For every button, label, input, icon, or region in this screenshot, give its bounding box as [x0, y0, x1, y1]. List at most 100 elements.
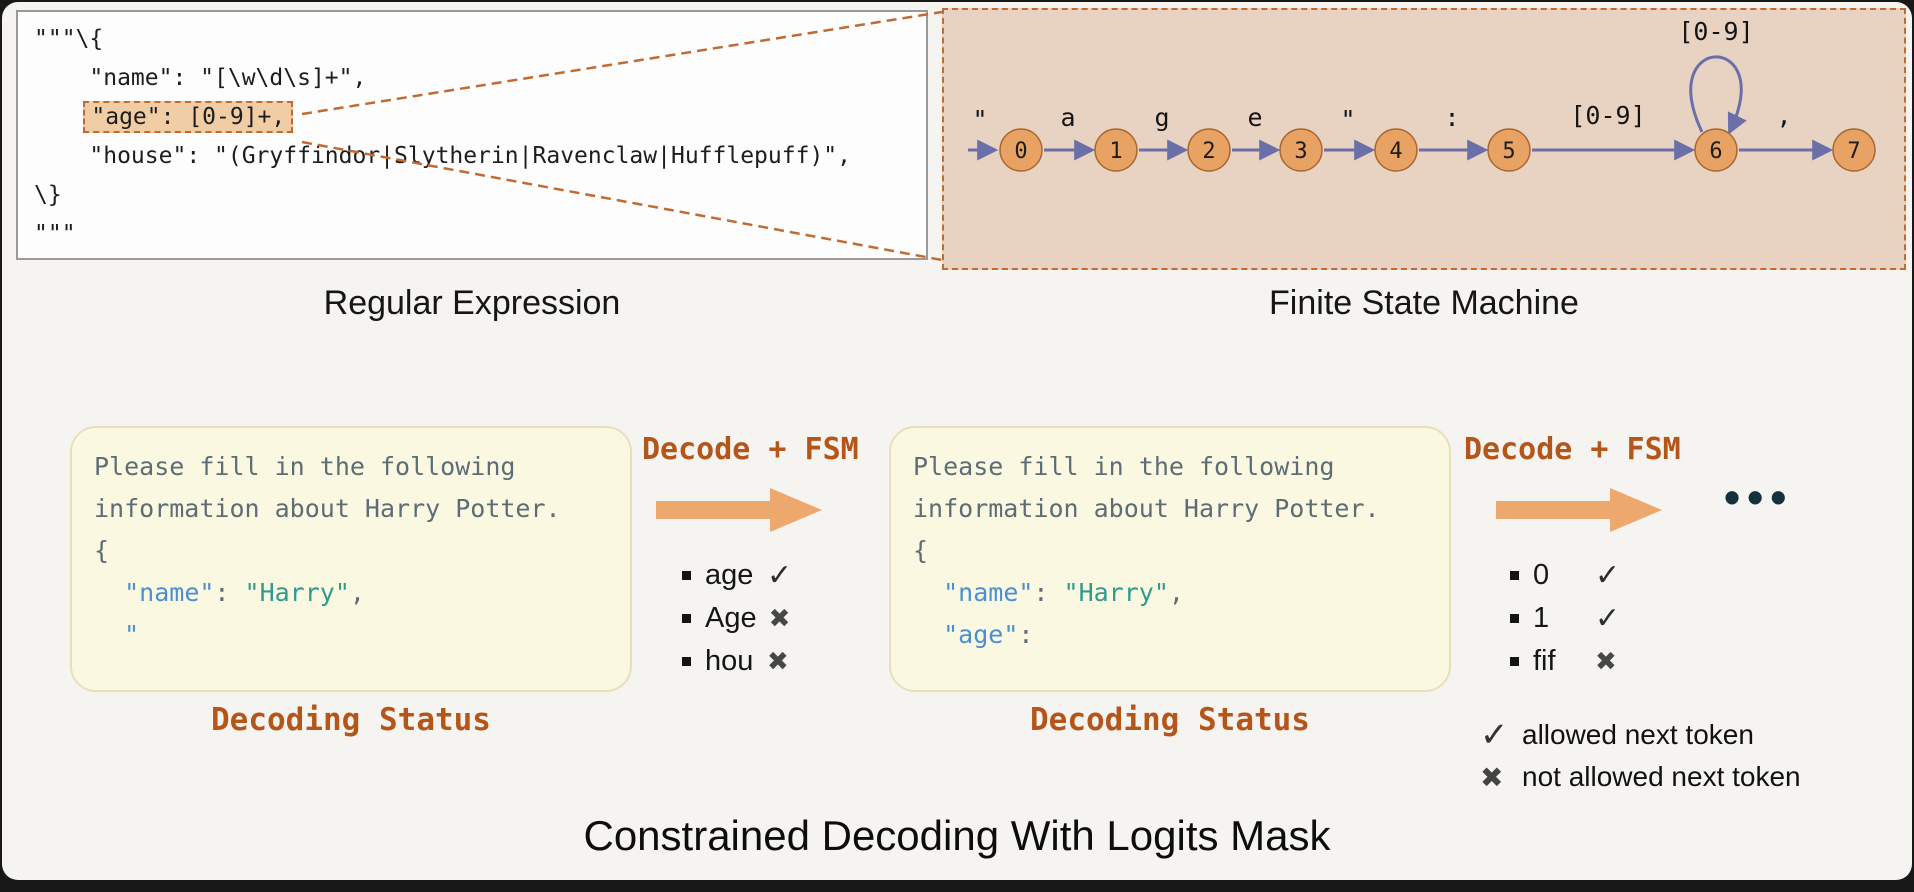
code-line: " — [94, 614, 608, 656]
code-line: "age": [0-9]+, — [34, 98, 910, 137]
fsm-transition-label: e — [1247, 103, 1262, 132]
code-segment: "Harry" — [1063, 578, 1169, 607]
bullet-icon — [1510, 657, 1519, 666]
decode-arrow-icon-left — [656, 488, 822, 532]
check-icon: ✓ — [1595, 602, 1621, 635]
legend: ✓ allowed next token ✖ not allowed next … — [1480, 714, 1801, 798]
fsm-state-4 — [1374, 128, 1418, 172]
code-segment: : — [1033, 578, 1064, 607]
decode-fsm-label-left: Decode + FSM — [642, 432, 859, 467]
decode-fsm-label-right: Decode + FSM — [1464, 432, 1681, 467]
code-line: information about Harry Potter. — [94, 488, 608, 530]
fsm-self-loop-label: [0-9] — [1678, 17, 1753, 46]
bullet-icon — [682, 571, 691, 580]
cross-icon: ✖ — [1595, 646, 1617, 676]
decoding-status-caption-right: Decoding Status — [1030, 702, 1310, 738]
token-list-left: age ✓ Age ✖ hou ✖ — [682, 554, 792, 683]
token-text: hou — [705, 645, 754, 677]
regex-highlighted-segment: "age": [0-9]+, — [83, 101, 294, 133]
legend-denied-text: not allowed next token — [1522, 761, 1801, 792]
fsm-panel: 0 1 2 3 4 5 6 7 " a g e " : [0-9] [0-9] … — [942, 8, 1906, 270]
fsm-state-label: 2 — [1202, 139, 1215, 164]
code-segment: "name": "[\w\d\s]+", — [34, 65, 367, 91]
figure-title: Constrained Decoding With Logits Mask — [583, 812, 1331, 859]
code-segment: Please fill in the following — [913, 452, 1335, 481]
fsm-state-2 — [1187, 128, 1231, 172]
code-segment: "Harry" — [244, 578, 350, 607]
token-candidate: age ✓ — [682, 554, 792, 597]
fsm-transition-label: , — [1776, 101, 1791, 130]
code-line: "name": "Harry", — [94, 572, 608, 614]
fsm-self-loop-arrow — [1689, 55, 1747, 135]
decoding-status-caption-left: Decoding Status — [211, 702, 491, 738]
fsm-transition-label: a — [1060, 103, 1075, 132]
bullet-icon — [1510, 571, 1519, 580]
code-line: Please fill in the following — [94, 446, 608, 488]
check-icon: ✓ — [1480, 716, 1509, 754]
bullet-icon — [682, 614, 691, 623]
token-list-right: 0✓1✓fif✖ — [1510, 554, 1620, 683]
code-line: "house": "(Gryffindor|Slytherin|Ravencla… — [34, 137, 910, 176]
check-icon: ✓ — [767, 559, 793, 592]
fsm-state-label: 6 — [1709, 139, 1722, 164]
decode-arrow-icon-right — [1496, 488, 1662, 532]
regex-code: """\{ "name": "[\w\d\s]+", "age": [0-9]+… — [34, 20, 910, 254]
fsm-state-label: 7 — [1847, 139, 1860, 164]
code-segment: " — [124, 620, 140, 649]
bullet-icon — [682, 657, 691, 666]
regex-code-block: """\{ "name": "[\w\d\s]+", "age": [0-9]+… — [16, 10, 928, 260]
fsm-state-label: 4 — [1389, 139, 1402, 164]
code-segment: \} — [34, 182, 62, 208]
code-segment — [94, 620, 124, 649]
token-candidate: 0✓ — [1510, 554, 1620, 597]
fsm-transition-label: " — [1340, 105, 1355, 134]
legend-allowed-text: allowed next token — [1522, 719, 1754, 750]
prompt-left-code: Please fill in the following information … — [94, 446, 608, 656]
bullet-icon — [1510, 614, 1519, 623]
fsm-transition-label: [0-9] — [1570, 101, 1645, 130]
code-line: information about Harry Potter. — [913, 488, 1427, 530]
token-candidate: Age ✖ — [682, 597, 792, 640]
cross-icon: ✖ — [767, 646, 789, 676]
code-line: "name": "Harry", — [913, 572, 1427, 614]
code-segment: "name" — [124, 578, 215, 607]
code-segment — [94, 578, 124, 607]
fsm-diagram: 0 1 2 3 4 5 6 7 " a g e " : [0-9] [0-9] … — [968, 17, 1876, 172]
token-text: 0 — [1533, 559, 1550, 591]
token-candidate: fif✖ — [1510, 640, 1620, 683]
code-segment: : — [214, 578, 245, 607]
code-segment: "name" — [943, 578, 1034, 607]
token-text: Age — [705, 602, 757, 634]
code-segment: , — [349, 578, 365, 607]
code-segment: information about Harry Potter. — [913, 494, 1380, 523]
fsm-transition-label: g — [1154, 103, 1169, 132]
caption-finite-state-machine: Finite State Machine — [1269, 284, 1579, 322]
token-candidate: 1✓ — [1510, 597, 1620, 640]
token-candidate: hou ✖ — [682, 640, 792, 683]
code-line: """ — [34, 215, 910, 254]
fsm-state-label: 3 — [1294, 139, 1307, 164]
fsm-state-0 — [999, 128, 1043, 172]
token-text: 1 — [1533, 602, 1550, 634]
code-segment: information about Harry Potter. — [94, 494, 561, 523]
code-segment: { — [94, 536, 110, 565]
fsm-transition-label: : — [1444, 103, 1459, 132]
code-line: "age": — [913, 614, 1427, 656]
code-line: """\{ — [34, 20, 910, 59]
code-segment — [913, 620, 943, 649]
code-line: "name": "[\w\d\s]+", — [34, 59, 910, 98]
code-segment: , — [1168, 578, 1184, 607]
cross-icon: ✖ — [1480, 761, 1504, 793]
fsm-state-label: 0 — [1014, 139, 1027, 164]
fsm-state-3 — [1279, 128, 1323, 172]
prompt-box-left: Please fill in the following information … — [70, 426, 632, 692]
code-line: { — [94, 530, 608, 572]
cross-icon: ✖ — [768, 603, 791, 633]
token-text: age — [705, 559, 754, 591]
code-segment: { — [913, 536, 929, 565]
code-segment: """ — [34, 221, 76, 247]
code-segment: "age" — [943, 620, 1019, 649]
fsm-transition-label: " — [972, 105, 987, 134]
prompt-box-right: Please fill in the following information … — [889, 426, 1451, 692]
